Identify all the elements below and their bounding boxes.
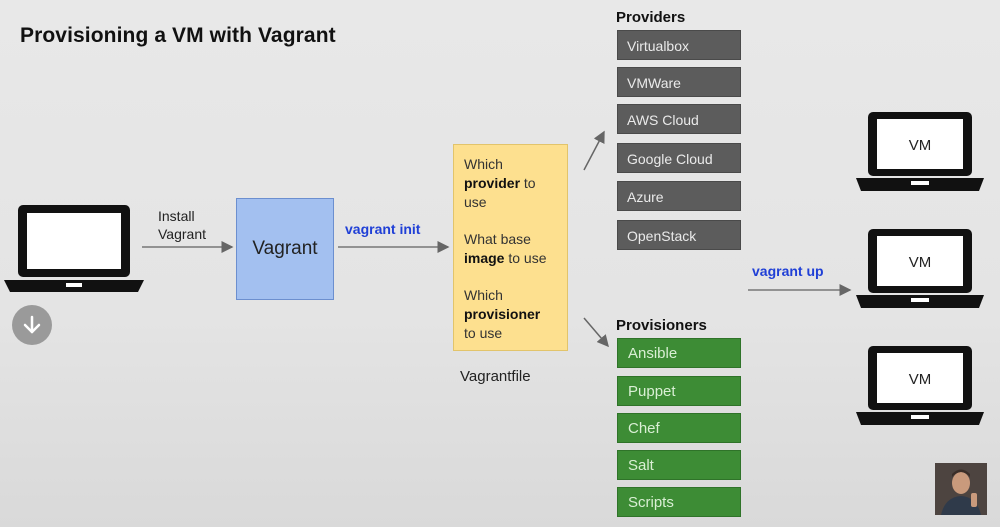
presenter-avatar-icon	[935, 463, 987, 515]
install-vagrant-label: Install Vagrant	[158, 207, 206, 243]
vagrantfile-question-provider: Which provider to use	[464, 156, 536, 210]
provider-aws-cloud: AWS Cloud	[617, 104, 741, 134]
install-label-line1: Install	[158, 208, 195, 224]
vm-laptop-icon-2	[856, 229, 984, 308]
provider-virtualbox: Virtualbox	[617, 30, 741, 60]
vagrant-box: Vagrant	[236, 198, 334, 300]
vagrantfile-box: Which provider to use What base image to…	[453, 144, 568, 351]
vm-label-3: VM	[908, 371, 932, 388]
providers-heading: Providers	[616, 9, 686, 26]
provisioner-scripts: Scripts	[617, 487, 741, 517]
vm-label-2: VM	[908, 254, 932, 271]
scroll-down-button[interactable]	[12, 305, 52, 345]
provider-vmware: VMWare	[617, 67, 741, 97]
provisioner-puppet: Puppet	[617, 376, 741, 406]
vagrant-init-label: vagrant init	[345, 221, 421, 237]
arrow-down-icon	[23, 315, 41, 334]
laptop-icon	[4, 205, 144, 292]
provider-google-cloud: Google Cloud	[617, 143, 741, 173]
arrow-to-providers	[583, 130, 605, 171]
presenter-video-thumbnail	[935, 463, 987, 515]
provisioners-heading: Provisioners	[616, 317, 707, 334]
vagrant-up-label: vagrant up	[752, 263, 824, 279]
vagrantfile-question-provisioner: Which provisioner to use	[464, 287, 541, 341]
vm-laptop-icon-1	[856, 112, 984, 191]
vm-label-1: VM	[908, 137, 932, 154]
provisioner-chef: Chef	[617, 413, 741, 443]
provisioner-ansible: Ansible	[617, 338, 741, 368]
vm-laptop-icon-3	[856, 346, 984, 425]
vagrantfile-caption: Vagrantfile	[460, 368, 531, 385]
arrow-to-provisioners	[583, 317, 609, 348]
install-label-line2: Vagrant	[158, 226, 206, 242]
provider-azure: Azure	[617, 181, 741, 211]
provisioner-salt: Salt	[617, 450, 741, 480]
vagrantfile-question-image: What base image to use	[464, 231, 547, 266]
slide-title: Provisioning a VM with Vagrant	[20, 24, 336, 47]
provider-openstack: OpenStack	[617, 220, 741, 250]
